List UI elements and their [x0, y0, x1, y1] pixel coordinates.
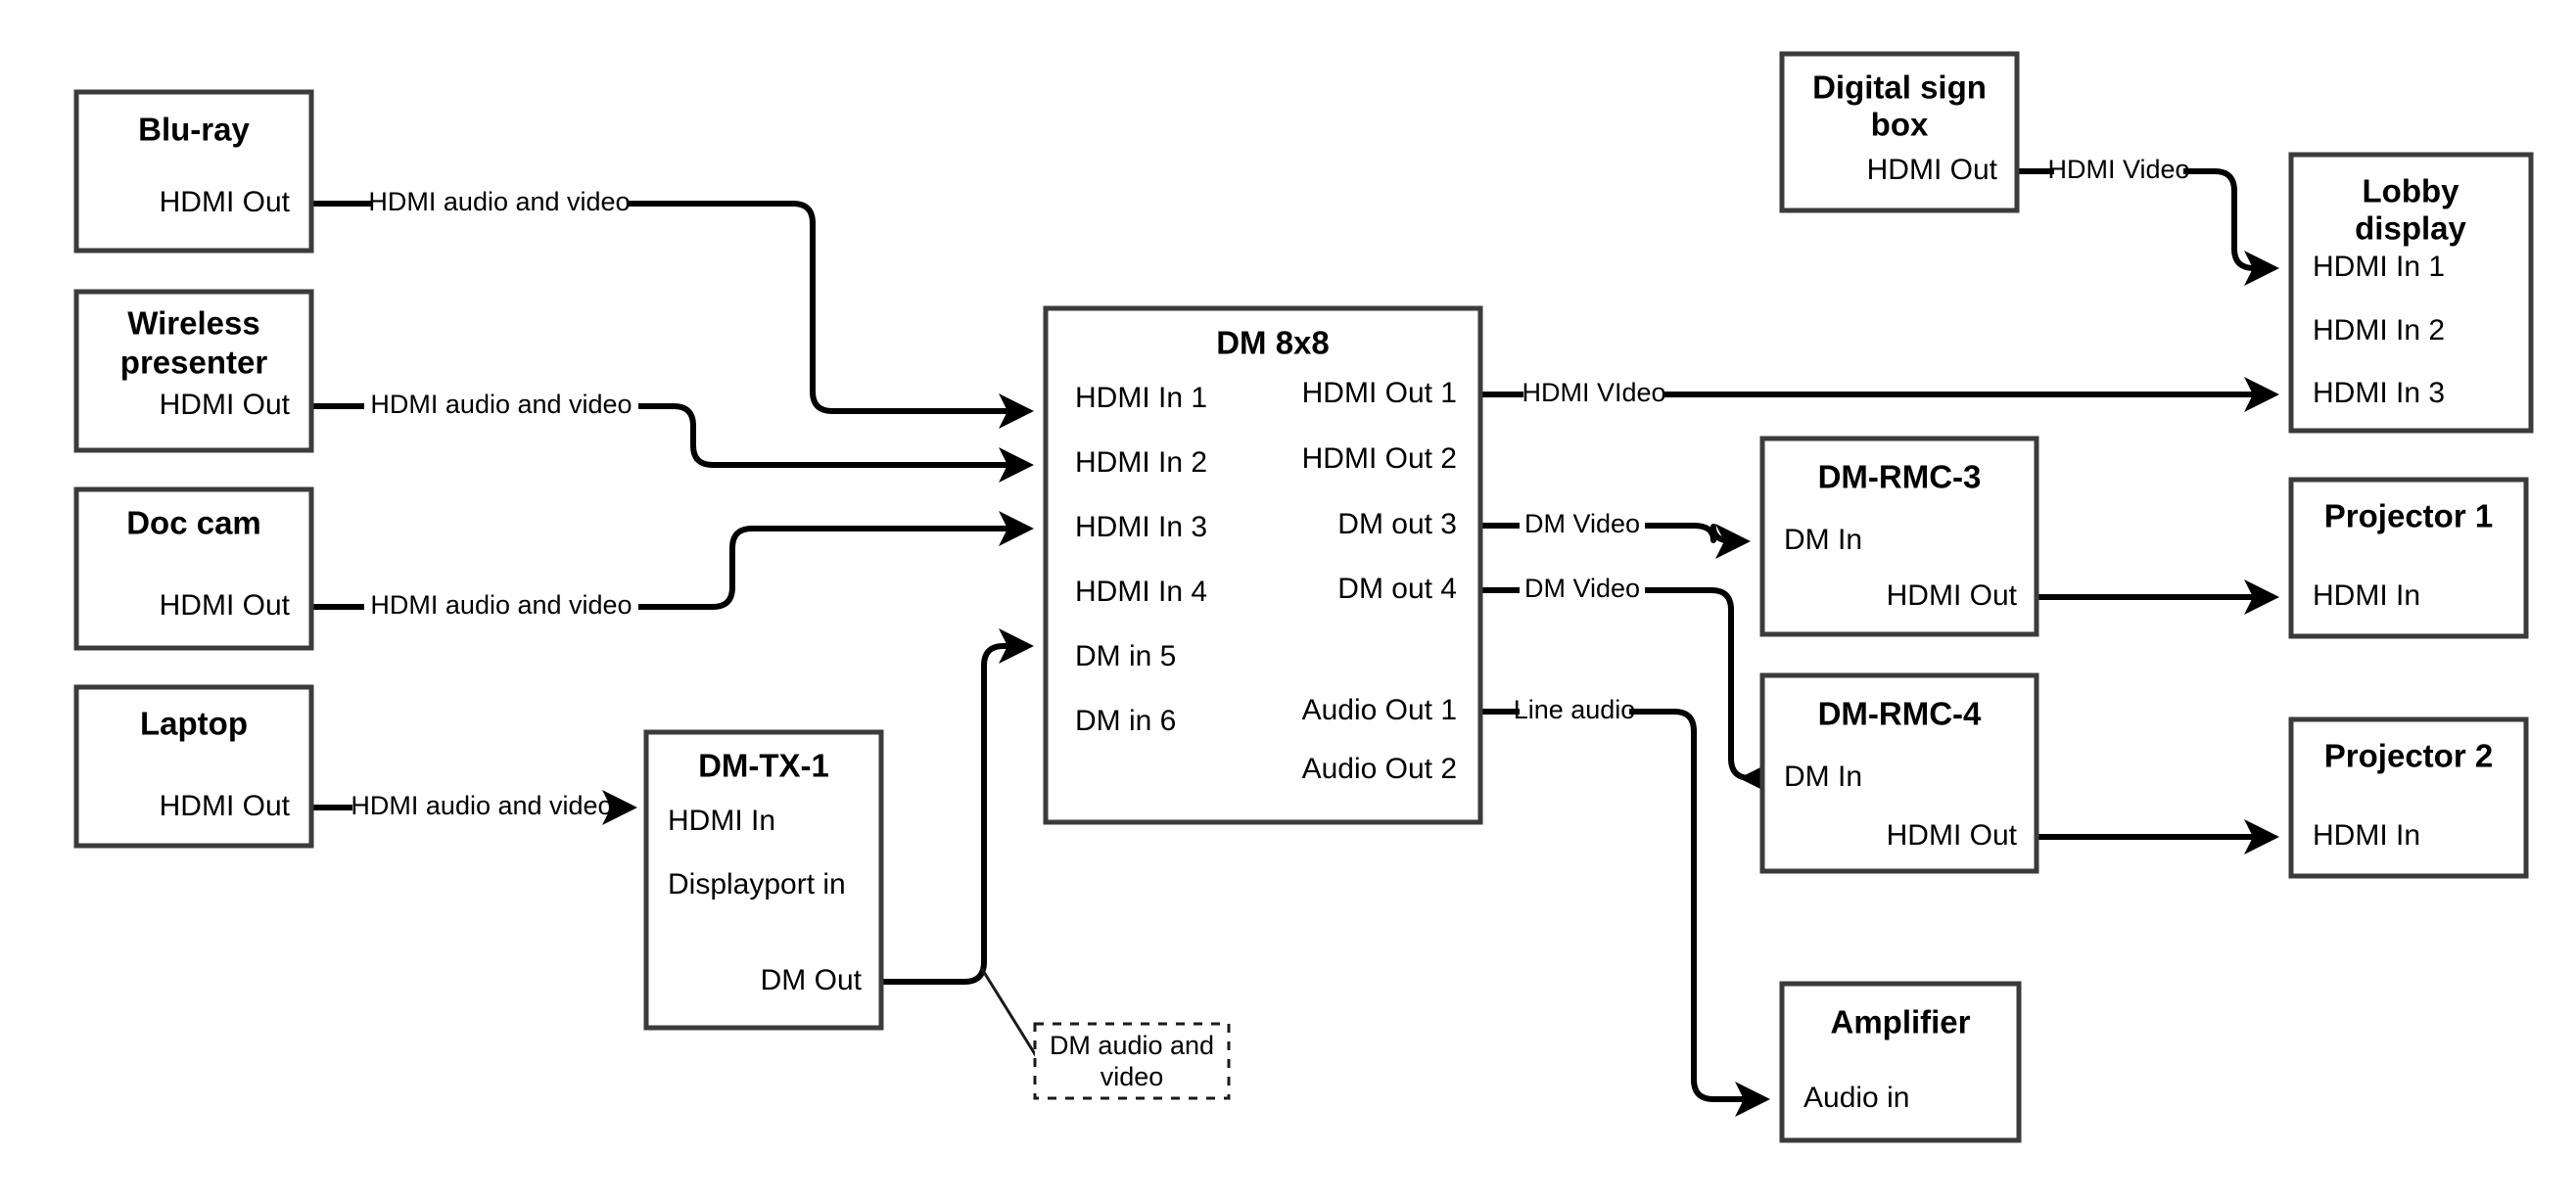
node-projector-2-box[interactable]: [2288, 716, 2529, 879]
node-dm-rmc-3[interactable]: DM-RMC-3 DM In HDMI Out: [1759, 436, 2039, 637]
node-dm-8x8[interactable]: DM 8x8 HDMI In 1 HDMI In 2 HDMI In 3 HDM…: [1043, 305, 1483, 825]
note-dm-audio-and-video-line1: DM audio and: [1050, 1031, 1214, 1060]
connection-wireless-to-dm-in2: HDMI audio and video: [311, 390, 1028, 465]
node-doc-cam-title: Doc cam: [126, 505, 261, 541]
node-wireless-presenter-port-hdmi-out: HDMI Out: [160, 389, 291, 421]
node-laptop-box[interactable]: [73, 684, 314, 849]
node-dm-8x8-output-audio-out-1: Audio Out 1: [1302, 694, 1457, 726]
node-digital-sign-box-port-hdmi-out: HDMI Out: [1867, 154, 1998, 186]
connection-dm-audio1-to-amplifier: Line audio: [1480, 695, 1764, 1099]
connection-dmtx-to-dm-in5: [881, 628, 1034, 985]
node-dm-rmc-3-box[interactable]: [1759, 436, 2039, 637]
node-dm-8x8-box[interactable]: [1043, 305, 1483, 825]
node-projector-2-title: Projector 2: [2324, 738, 2493, 774]
node-lobby-display[interactable]: Lobby display HDMI In 1 HDMI In 2 HDMI I…: [2288, 152, 2534, 434]
wire-label-line-audio: Line audio: [1514, 695, 1636, 724]
node-bluray-box[interactable]: [73, 89, 314, 254]
node-digital-sign-box-title-line2: box: [1871, 107, 1929, 143]
node-digital-sign-box-title-line1: Digital sign: [1812, 69, 1987, 106]
node-lobby-display-port-hdmi-in-2: HDMI In 2: [2313, 314, 2445, 346]
node-laptop-port-hdmi-out: HDMI Out: [160, 790, 291, 822]
wire-label-dm-video-4: DM Video: [1524, 574, 1640, 603]
node-dm-tx-1-port-displayport-in: Displayport in: [668, 868, 846, 901]
node-dm-8x8-input-dm-in-6: DM in 6: [1075, 705, 1176, 737]
annotation-leader-dm-audio-video: [980, 968, 1042, 1063]
node-wireless-presenter-title-line2: presenter: [120, 345, 268, 381]
wire-label-hdmi-av-4: HDMI audio and video: [351, 791, 612, 820]
connection-bluray-to-dm-in1: HDMI audio and video: [311, 187, 1028, 411]
node-wireless-presenter-title-line1: Wireless: [127, 305, 259, 342]
node-dm-8x8-output-dm-out-3: DM out 3: [1337, 508, 1457, 540]
node-dm-8x8-input-dm-in-5: DM in 5: [1075, 640, 1176, 672]
node-dm-8x8-output-hdmi-out-1: HDMI Out 1: [1302, 377, 1457, 409]
node-bluray-port-hdmi-out: HDMI Out: [160, 186, 291, 218]
node-dm-tx-1-port-hdmi-in: HDMI In: [668, 805, 775, 837]
node-dm-rmc-4-title: DM-RMC-4: [1818, 696, 1982, 732]
node-dm-8x8-input-hdmi-in-3: HDMI In 3: [1075, 511, 1207, 543]
node-projector-2[interactable]: Projector 2 HDMI In: [2288, 716, 2529, 879]
node-bluray[interactable]: Blu-ray HDMI Out: [73, 89, 314, 254]
node-dm-rmc-3-port-dm-in: DM In: [1784, 524, 1862, 556]
connection-laptop-to-dmtx: HDMI audio and video: [311, 791, 632, 820]
node-dm-tx-1-box[interactable]: [643, 729, 884, 1031]
node-lobby-display-title-line2: display: [2355, 210, 2466, 247]
node-lobby-display-port-hdmi-in-3: HDMI In 3: [2313, 377, 2445, 409]
node-dm-rmc-3-title: DM-RMC-3: [1818, 459, 1982, 495]
connection-doccam-to-dm-in3: HDMI audio and video: [311, 529, 1028, 620]
node-laptop[interactable]: Laptop HDMI Out: [73, 684, 314, 849]
node-lobby-display-title-line1: Lobby: [2363, 173, 2460, 209]
connection-dm-out3-to-rmc3: DM Video: [1480, 509, 1745, 541]
wire-label-hdmi-av-1: HDMI audio and video: [368, 187, 630, 216]
wire-label-dm-video-3: DM Video: [1524, 509, 1640, 538]
wire-label-hdmi-video-sign: HDMI Video: [2047, 155, 2189, 184]
node-digital-sign-box[interactable]: Digital sign box HDMI Out: [1779, 51, 2020, 213]
node-projector-1[interactable]: Projector 1 HDMI In: [2288, 477, 2529, 639]
node-doc-cam[interactable]: Doc cam HDMI Out: [73, 486, 314, 651]
node-amplifier-title: Amplifier: [1830, 1004, 1970, 1040]
connection-signbox-to-lobby-in1: HDMI Video: [2017, 155, 2273, 268]
wire-label-hdmi-av-3: HDMI audio and video: [370, 590, 632, 620]
node-projector-2-port-hdmi-in: HDMI In: [2313, 819, 2420, 852]
node-dm-8x8-input-hdmi-in-1: HDMI In 1: [1075, 382, 1207, 414]
node-dm-tx-1-port-dm-out: DM Out: [761, 964, 863, 996]
node-digital-sign-box-box[interactable]: [1779, 51, 2020, 213]
node-doc-cam-port-hdmi-out: HDMI Out: [160, 589, 291, 622]
node-dm-rmc-4-port-hdmi-out: HDMI Out: [1887, 819, 2018, 852]
node-lobby-display-port-hdmi-in-1: HDMI In 1: [2313, 251, 2445, 283]
node-bluray-title: Blu-ray: [138, 112, 250, 148]
note-dm-audio-and-video-box: [1033, 1022, 1231, 1100]
node-dm-8x8-title: DM 8x8: [1216, 325, 1330, 361]
node-wireless-presenter-box[interactable]: [73, 289, 314, 453]
node-dm-tx-1[interactable]: DM-TX-1 HDMI In Displayport in DM Out: [643, 729, 884, 1031]
connection-dm-out4-to-rmc4: DM Video: [1480, 574, 1751, 778]
wire-label-hdmi-video-out1: HDMI VIdeo: [1522, 378, 1665, 407]
node-dm-8x8-output-hdmi-out-2: HDMI Out 2: [1302, 442, 1457, 475]
node-amplifier-box[interactable]: [1779, 981, 2022, 1143]
node-dm-8x8-output-audio-out-2: Audio Out 2: [1302, 753, 1457, 785]
node-lobby-display-box[interactable]: [2288, 152, 2534, 434]
note-dm-audio-and-video: DM audio and video: [1033, 1022, 1231, 1100]
node-dm-8x8-input-hdmi-in-4: HDMI In 4: [1075, 576, 1207, 608]
wire-label-hdmi-av-2: HDMI audio and video: [370, 390, 632, 419]
node-wireless-presenter[interactable]: Wireless presenter HDMI Out: [73, 289, 314, 453]
node-dm-rmc-3-port-hdmi-out: HDMI Out: [1887, 579, 2018, 612]
node-projector-1-title: Projector 1: [2324, 498, 2493, 534]
connection-dm-out1-to-lobby-in3: HDMI VIdeo: [1480, 378, 2273, 407]
node-dm-tx-1-title: DM-TX-1: [698, 748, 829, 784]
node-dm-8x8-input-hdmi-in-2: HDMI In 2: [1075, 446, 1207, 479]
node-projector-1-port-hdmi-in: HDMI In: [2313, 579, 2420, 612]
node-dm-rmc-4[interactable]: DM-RMC-4 DM In HDMI Out: [1759, 672, 2039, 874]
node-amplifier[interactable]: Amplifier Audio in: [1779, 981, 2022, 1143]
node-dm-rmc-4-port-dm-in: DM In: [1784, 761, 1862, 793]
node-amplifier-port-audio-in: Audio in: [1803, 1082, 1909, 1114]
node-dm-8x8-output-dm-out-4: DM out 4: [1337, 573, 1457, 605]
node-laptop-title: Laptop: [140, 706, 248, 742]
node-dm-rmc-4-box[interactable]: [1759, 672, 2039, 874]
node-doc-cam-box[interactable]: [73, 486, 314, 651]
node-projector-1-box[interactable]: [2288, 477, 2529, 639]
note-dm-audio-and-video-line2: video: [1101, 1062, 1164, 1091]
